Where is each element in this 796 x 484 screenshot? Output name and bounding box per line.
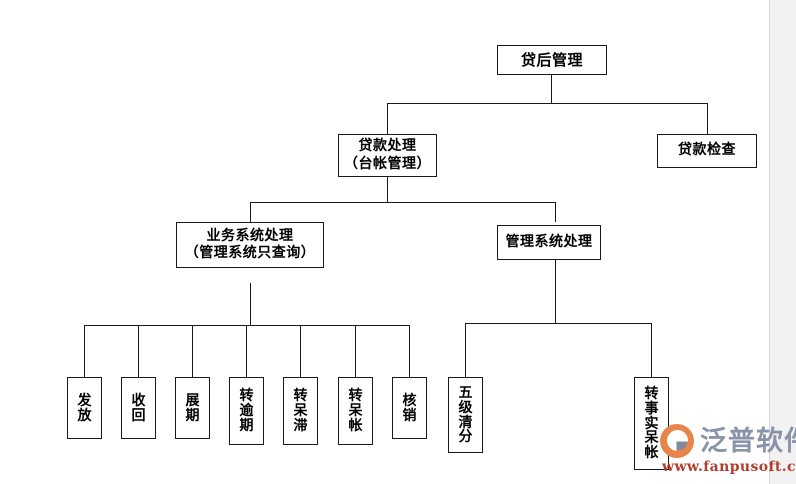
leaf-char: 呆 — [293, 403, 308, 420]
leaf-node-zhuandaizhang[interactable]: 转 呆 帐 — [338, 377, 373, 445]
node-loan-processing-line-1: 贷款处理 — [358, 138, 417, 155]
leaf-char: 事 — [644, 400, 659, 417]
leaf-char: 五 — [458, 385, 473, 402]
connector-loan-processing-stem — [387, 177, 388, 202]
connector-business-stem — [250, 283, 251, 325]
leaf-char: 呆 — [348, 403, 363, 420]
leaf-char: 转 — [239, 388, 254, 405]
leaf-char: 转 — [293, 388, 308, 405]
connector-leaf-drop-9 — [651, 323, 652, 377]
node-business-system-line-2: （管理系统只查询） — [184, 245, 316, 261]
node-management-system[interactable]: 管理系统处理 — [497, 225, 601, 260]
leaf-char: 滞 — [293, 417, 308, 434]
connector-leaf-drop-2 — [138, 325, 139, 377]
leaf-char: 级 — [458, 399, 473, 416]
connector-to-loan-processing — [387, 103, 388, 134]
connector-leaf-drop-4 — [246, 325, 247, 377]
connector-root-stem — [551, 75, 552, 103]
leaf-char: 核 — [402, 392, 417, 409]
connector-to-business-system — [250, 202, 251, 222]
leaf-node-zhanqi[interactable]: 展 期 — [175, 377, 210, 439]
leaf-char: 清 — [458, 414, 473, 431]
leaf-char: 帐 — [644, 445, 659, 462]
leaf-node-fafang[interactable]: 发 放 — [67, 377, 102, 439]
leaf-node-shouhui[interactable]: 收 回 — [121, 377, 156, 439]
node-loan-processing-line-2: （台帐管理） — [344, 155, 431, 172]
right-gutter-panel — [769, 0, 796, 484]
node-business-system[interactable]: 业务系统处理 （管理系统只查询） — [176, 222, 324, 268]
leaf-char: 呆 — [644, 430, 659, 447]
leaf-char: 帐 — [348, 417, 363, 434]
leaf-char: 转 — [348, 388, 363, 405]
connector-leaf-drop-7 — [409, 325, 410, 377]
leaf-char: 展 — [185, 392, 200, 409]
connector-leaf-drop-8 — [465, 323, 466, 377]
leaf-char: 发 — [77, 392, 92, 409]
leaf-node-hexiao[interactable]: 核 销 — [392, 377, 427, 439]
leaf-char: 转 — [644, 386, 659, 403]
leaf-char: 放 — [77, 407, 92, 424]
connector-to-loan-inspection — [707, 103, 708, 134]
connector-leaf-drop-3 — [192, 325, 193, 377]
leaf-char: 分 — [458, 429, 473, 446]
connector-management-stem — [555, 260, 556, 323]
leaf-char: 销 — [402, 407, 417, 424]
node-root[interactable]: 贷后管理 — [497, 45, 607, 75]
leaf-node-wujiqingfen[interactable]: 五 级 清 分 — [448, 377, 483, 453]
leaf-char: 期 — [185, 407, 200, 424]
leaf-char: 逾 — [239, 403, 254, 420]
connector-management-leaf-bus — [465, 323, 651, 324]
connector-level2-bus — [387, 103, 707, 104]
node-loan-processing[interactable]: 贷款处理 （台帐管理） — [338, 134, 437, 177]
node-loan-inspection[interactable]: 贷款检查 — [657, 134, 757, 168]
leaf-char: 回 — [131, 407, 146, 424]
leaf-node-zhuanyuqi[interactable]: 转 逾 期 — [229, 377, 264, 445]
connector-leaf-drop-5 — [300, 325, 301, 377]
leaf-char: 收 — [131, 392, 146, 409]
connector-level3-bus — [250, 202, 555, 203]
connector-leaf-drop-1 — [84, 325, 85, 377]
node-business-system-line-1: 业务系统处理 — [206, 227, 294, 244]
node-management-system-line-1: 管理系统处理 — [505, 233, 593, 250]
connector-to-management-system — [555, 202, 556, 222]
leaf-node-zhuanshishidaizhang[interactable]: 转 事 实 呆 帐 — [634, 377, 669, 470]
leaf-char: 期 — [239, 417, 254, 434]
leaf-char: 实 — [644, 415, 659, 432]
connector-leaf-drop-6 — [355, 325, 356, 377]
node-loan-inspection-line-1: 贷款检查 — [678, 142, 736, 159]
leaf-node-zhuandaizhi[interactable]: 转 呆 滞 — [283, 377, 318, 445]
node-root-line-1: 贷后管理 — [520, 50, 583, 69]
